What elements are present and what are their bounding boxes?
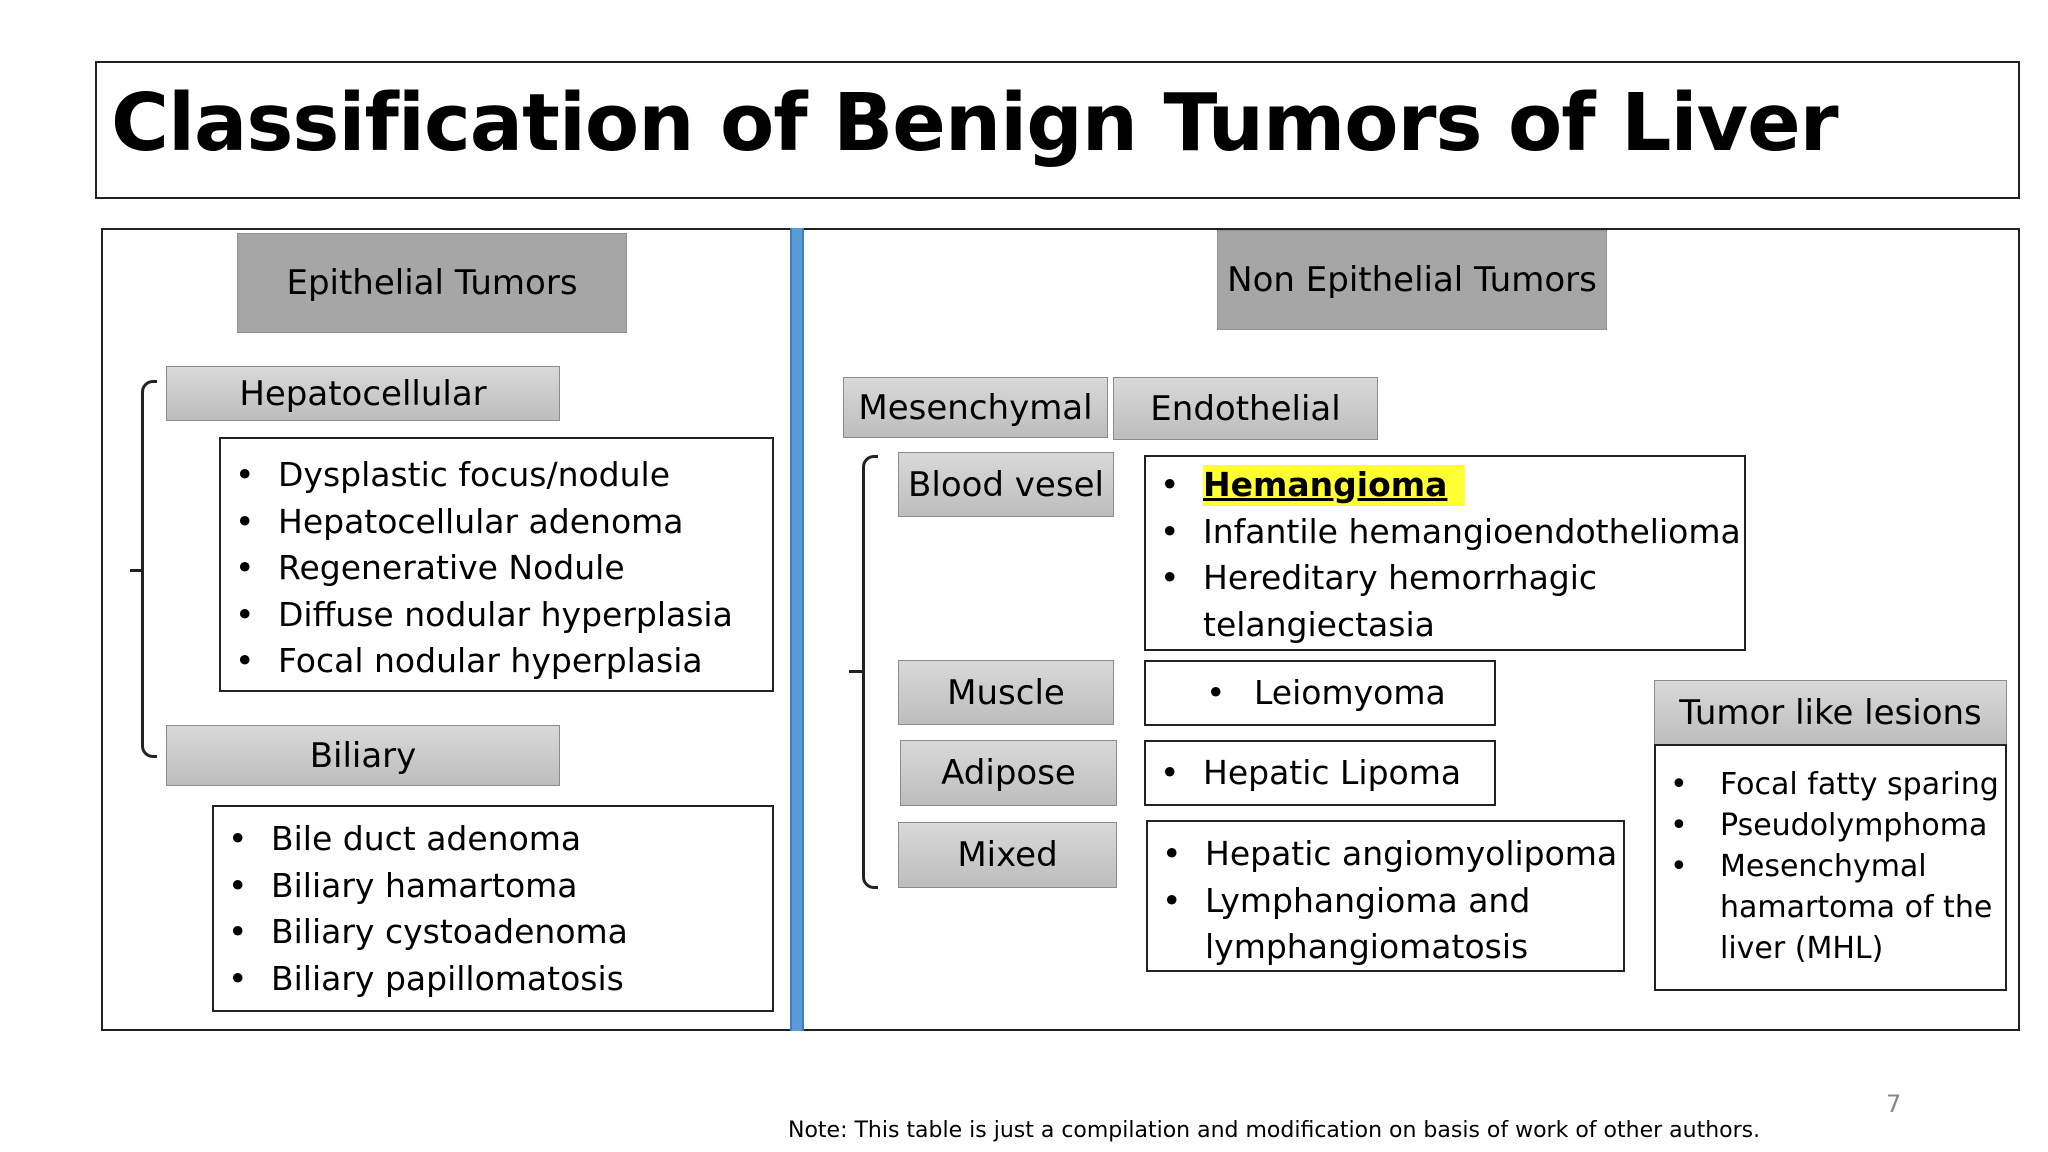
list-item: •Hepatic Lipoma: [1160, 753, 1462, 792]
list-item: •Pseudolymphoma: [1670, 808, 1988, 843]
list-item-continuation: liver (MHL): [1720, 931, 1884, 966]
list-item: •Dysplastic focus/nodule: [235, 455, 671, 494]
list-item: •Mesenchymal: [1670, 849, 1927, 884]
adipose-list-box: •Hepatic Lipoma: [1144, 740, 1496, 806]
page-number: 7: [1886, 1090, 1902, 1118]
hepatocellular-list-box: •Dysplastic focus/nodule •Hepatocellular…: [219, 437, 774, 692]
page-title: Classification of Benign Tumors of Liver: [111, 77, 1839, 169]
list-item: •Hepatic angiomyolipoma: [1162, 834, 1618, 873]
list-item: •Bile duct adenoma: [228, 819, 582, 858]
list-item: •Biliary cystoadenoma: [228, 912, 628, 951]
list-item: •Focal nodular hyperplasia: [235, 641, 703, 680]
muscle-label: Muscle: [898, 660, 1114, 725]
endothelial-label: Endothelial: [1113, 377, 1378, 440]
column-divider: [790, 228, 804, 1031]
list-item: •Diffuse nodular hyperplasia: [235, 594, 733, 634]
list-item-continuation: hamartoma of the: [1720, 890, 1993, 925]
non-epithelial-bracket-tick: [849, 670, 865, 673]
list-item: •Lymphangioma and: [1162, 880, 1531, 920]
adipose-label: Adipose: [900, 740, 1117, 806]
mixed-label: Mixed: [898, 822, 1117, 888]
list-item-continuation: lymphangiomatosis: [1205, 927, 1529, 966]
non-epithelial-heading: Non Epithelial Tumors: [1217, 230, 1607, 330]
title-box: Classification of Benign Tumors of Liver: [95, 61, 2020, 199]
mesenchymal-label: Mesenchymal: [843, 377, 1108, 438]
biliary-list-box: •Bile duct adenoma •Biliary hamartoma •B…: [212, 805, 774, 1012]
tumor-like-list-box: •Focal fatty sparing •Pseudolymphoma •Me…: [1654, 744, 2007, 991]
blood-vessel-label: Blood vesel: [898, 452, 1114, 517]
list-item: •Biliary papillomatosis: [228, 958, 624, 998]
list-item: •Hepatocellular adenoma: [235, 501, 684, 541]
muscle-list-box: •Leiomyoma: [1144, 660, 1496, 726]
list-item: •Hereditary hemorrhagic: [1160, 558, 1598, 597]
blood-vessel-list-box: •Hemangioma •Infantile hemangioendotheli…: [1144, 455, 1746, 651]
list-item: •Biliary hamartoma: [228, 865, 578, 905]
list-item: •Focal fatty sparing: [1670, 767, 1999, 802]
mixed-list-box: •Hepatic angiomyolipoma •Lymphangioma an…: [1146, 820, 1625, 972]
list-item: •Infantile hemangioendothelioma: [1160, 511, 1741, 551]
tumor-like-heading: Tumor like lesions: [1654, 680, 2007, 746]
list-item-continuation: telangiectasia: [1203, 604, 1435, 644]
epithelial-heading: Epithelial Tumors: [237, 233, 627, 333]
list-item: •Hemangioma: [1146, 462, 1744, 509]
epithelial-bracket-tick: [130, 569, 144, 572]
list-item: •Regenerative Nodule: [235, 548, 625, 587]
list-item: •Leiomyoma: [1206, 673, 1446, 712]
footnote: Note: This table is just a compilation a…: [788, 1118, 1761, 1143]
classification-frame: [101, 228, 2020, 1031]
hepatocellular-label: Hepatocellular: [166, 366, 560, 421]
hemangioma-highlight: Hemangioma: [1203, 465, 1466, 506]
biliary-label: Biliary: [166, 725, 560, 786]
